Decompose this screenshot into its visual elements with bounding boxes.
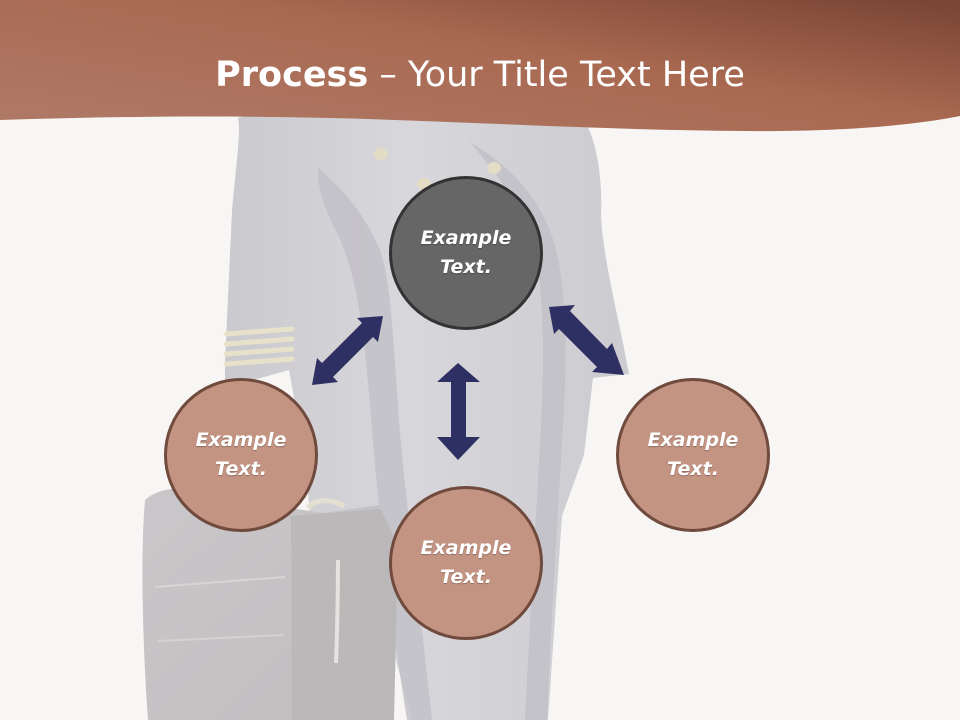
process-node-bottom: Example Text. [389, 486, 543, 640]
bidirectional-arrow-left [312, 316, 383, 385]
page-title: Process – Your Title Text Here [0, 50, 960, 100]
title-bold-text: Process [215, 55, 369, 95]
bidirectional-arrow-vertical [437, 363, 480, 460]
process-node-right-label: Example Text. [647, 429, 739, 480]
bidirectional-arrow-right [549, 305, 624, 375]
process-node-bottom-label: Example Text. [420, 537, 512, 588]
process-node-left: Example Text. [164, 378, 318, 532]
process-node-top-label: Example Text. [420, 227, 512, 278]
title-rest-text: – Your Title Text Here [368, 55, 745, 95]
process-node-right: Example Text. [616, 378, 770, 532]
process-node-top: Example Text. [389, 176, 543, 330]
header-band [0, 0, 960, 132]
process-node-left-label: Example Text. [195, 429, 287, 480]
